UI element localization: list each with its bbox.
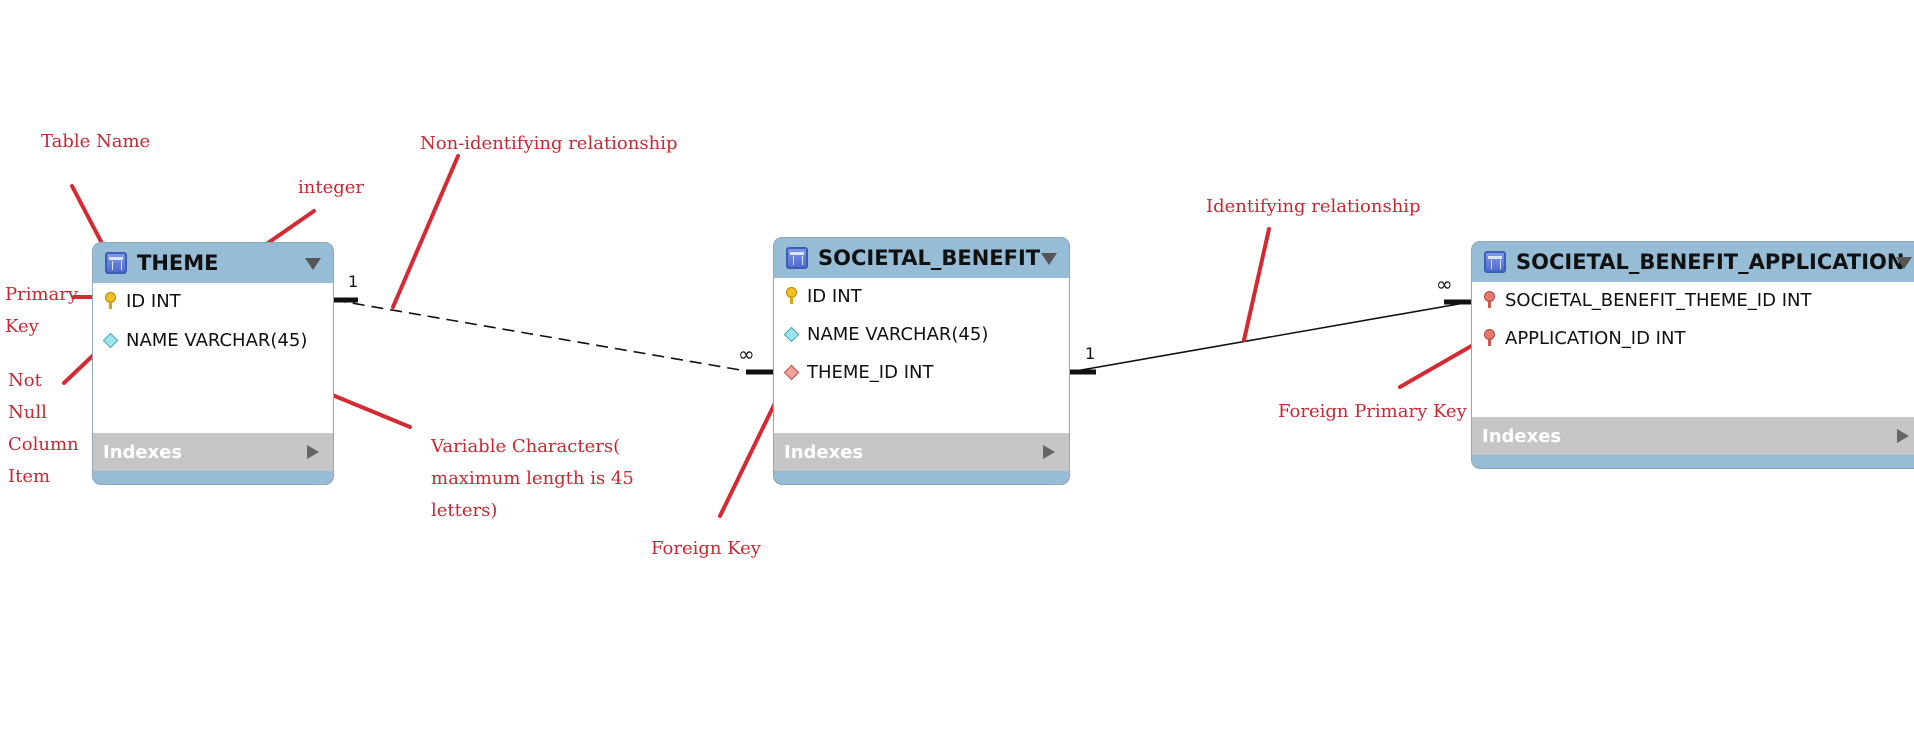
indexes-label: Indexes: [1482, 425, 1562, 447]
expand-arrow-icon[interactable]: [1897, 429, 1909, 443]
primary-key-icon: [784, 287, 798, 305]
expand-arrow-icon[interactable]: [1043, 445, 1055, 459]
annotation-line: Primary: [5, 284, 79, 305]
rel1-cardinality-one: 1: [348, 272, 359, 291]
identifying-relationship-line: [1069, 301, 1471, 373]
column-row[interactable]: ID INT: [103, 288, 181, 314]
not-null-diamond-icon: [784, 325, 798, 343]
annotation-line: Key: [5, 316, 39, 337]
annotation-line: Null: [8, 402, 47, 423]
table-societal-benefit[interactable]: SOCIETAL_BENEFIT ID INT NAME VARCHAR(45)…: [773, 237, 1070, 485]
annotation-line: maximum length is 45: [431, 468, 634, 489]
column-list: ID INT NAME VARCHAR(45): [93, 283, 333, 433]
annotation-non-identifying: Non-identifying relationship: [420, 133, 678, 154]
table-name: SOCIETAL_BENEFIT: [818, 246, 1041, 270]
pointer-non-identifying: [391, 154, 460, 309]
column-text: NAME VARCHAR(45): [126, 329, 308, 351]
rel2-cardinality-many: ∞: [1436, 272, 1453, 296]
collapse-triangle-icon[interactable]: [1896, 257, 1912, 269]
annotation-identifying: Identifying relationship: [1206, 196, 1421, 217]
rel2-cardinality-one: 1: [1085, 344, 1096, 363]
indexes-section[interactable]: Indexes: [774, 433, 1069, 471]
annotation-line: Column: [8, 434, 79, 455]
table-header[interactable]: SOCIETAL_BENEFIT_APPLICATION: [1472, 242, 1914, 282]
annotation-line: letters): [431, 500, 498, 521]
non-identifying-relationship-line: [333, 299, 753, 373]
table-theme[interactable]: THEME ID INT NAME VARCHAR(45) Indexes: [92, 242, 334, 485]
indexes-label: Indexes: [103, 441, 183, 463]
column-list: SOCIETAL_BENEFIT_THEME_ID INT APPLICATIO…: [1472, 282, 1914, 417]
annotation-line: Not: [8, 370, 42, 391]
table-icon: [1484, 251, 1506, 273]
annotation-table-name: Table Name: [41, 131, 151, 152]
column-text: NAME VARCHAR(45): [807, 323, 989, 345]
column-row[interactable]: NAME VARCHAR(45): [784, 321, 988, 347]
table-name: THEME: [137, 251, 219, 275]
collapse-triangle-icon[interactable]: [305, 258, 321, 270]
table-footer: [93, 471, 333, 484]
table-name: SOCIETAL_BENEFIT_APPLICATION: [1516, 250, 1905, 274]
annotation-line: Variable Characters(: [431, 436, 621, 457]
rel1-cardinality-many: ∞: [738, 342, 755, 366]
column-text: APPLICATION_ID INT: [1505, 327, 1686, 349]
column-text: SOCIETAL_BENEFIT_THEME_ID INT: [1505, 289, 1812, 311]
table-footer: [774, 471, 1069, 484]
table-footer: [1472, 455, 1914, 468]
indexes-section[interactable]: Indexes: [93, 433, 333, 471]
expand-arrow-icon[interactable]: [307, 445, 319, 459]
annotation-foreign-key: Foreign Key: [651, 538, 761, 559]
column-text: ID INT: [807, 285, 862, 307]
table-icon: [105, 252, 127, 274]
table-icon: [786, 247, 808, 269]
indexes-label: Indexes: [784, 441, 864, 463]
column-row[interactable]: NAME VARCHAR(45): [103, 327, 307, 353]
table-header[interactable]: THEME: [93, 243, 333, 283]
column-row[interactable]: ID INT: [784, 283, 862, 309]
column-row[interactable]: APPLICATION_ID INT: [1482, 325, 1685, 351]
indexes-section[interactable]: Indexes: [1472, 417, 1914, 455]
not-null-diamond-icon: [103, 331, 117, 349]
primary-key-icon: [103, 292, 117, 310]
column-text: THEME_ID INT: [807, 361, 934, 383]
pointer-table-name: [70, 184, 108, 253]
foreign-primary-key-icon: [1482, 329, 1496, 347]
table-header[interactable]: SOCIETAL_BENEFIT: [774, 238, 1069, 278]
annotation-foreign-primary-key: Foreign Primary Key: [1278, 401, 1467, 422]
annotation-integer: integer: [298, 177, 365, 198]
table-societal-benefit-application[interactable]: SOCIETAL_BENEFIT_APPLICATION SOCIETAL_BE…: [1471, 241, 1914, 469]
pointer-identifying: [1242, 227, 1271, 342]
collapse-triangle-icon[interactable]: [1041, 253, 1057, 265]
column-list: ID INT NAME VARCHAR(45) THEME_ID INT: [774, 278, 1069, 433]
foreign-primary-key-icon: [1482, 291, 1496, 309]
column-text: ID INT: [126, 290, 181, 312]
column-row[interactable]: SOCIETAL_BENEFIT_THEME_ID INT: [1482, 287, 1811, 313]
annotation-line: Item: [8, 466, 51, 487]
foreign-key-diamond-icon: [784, 363, 798, 381]
column-row[interactable]: THEME_ID INT: [784, 359, 933, 385]
